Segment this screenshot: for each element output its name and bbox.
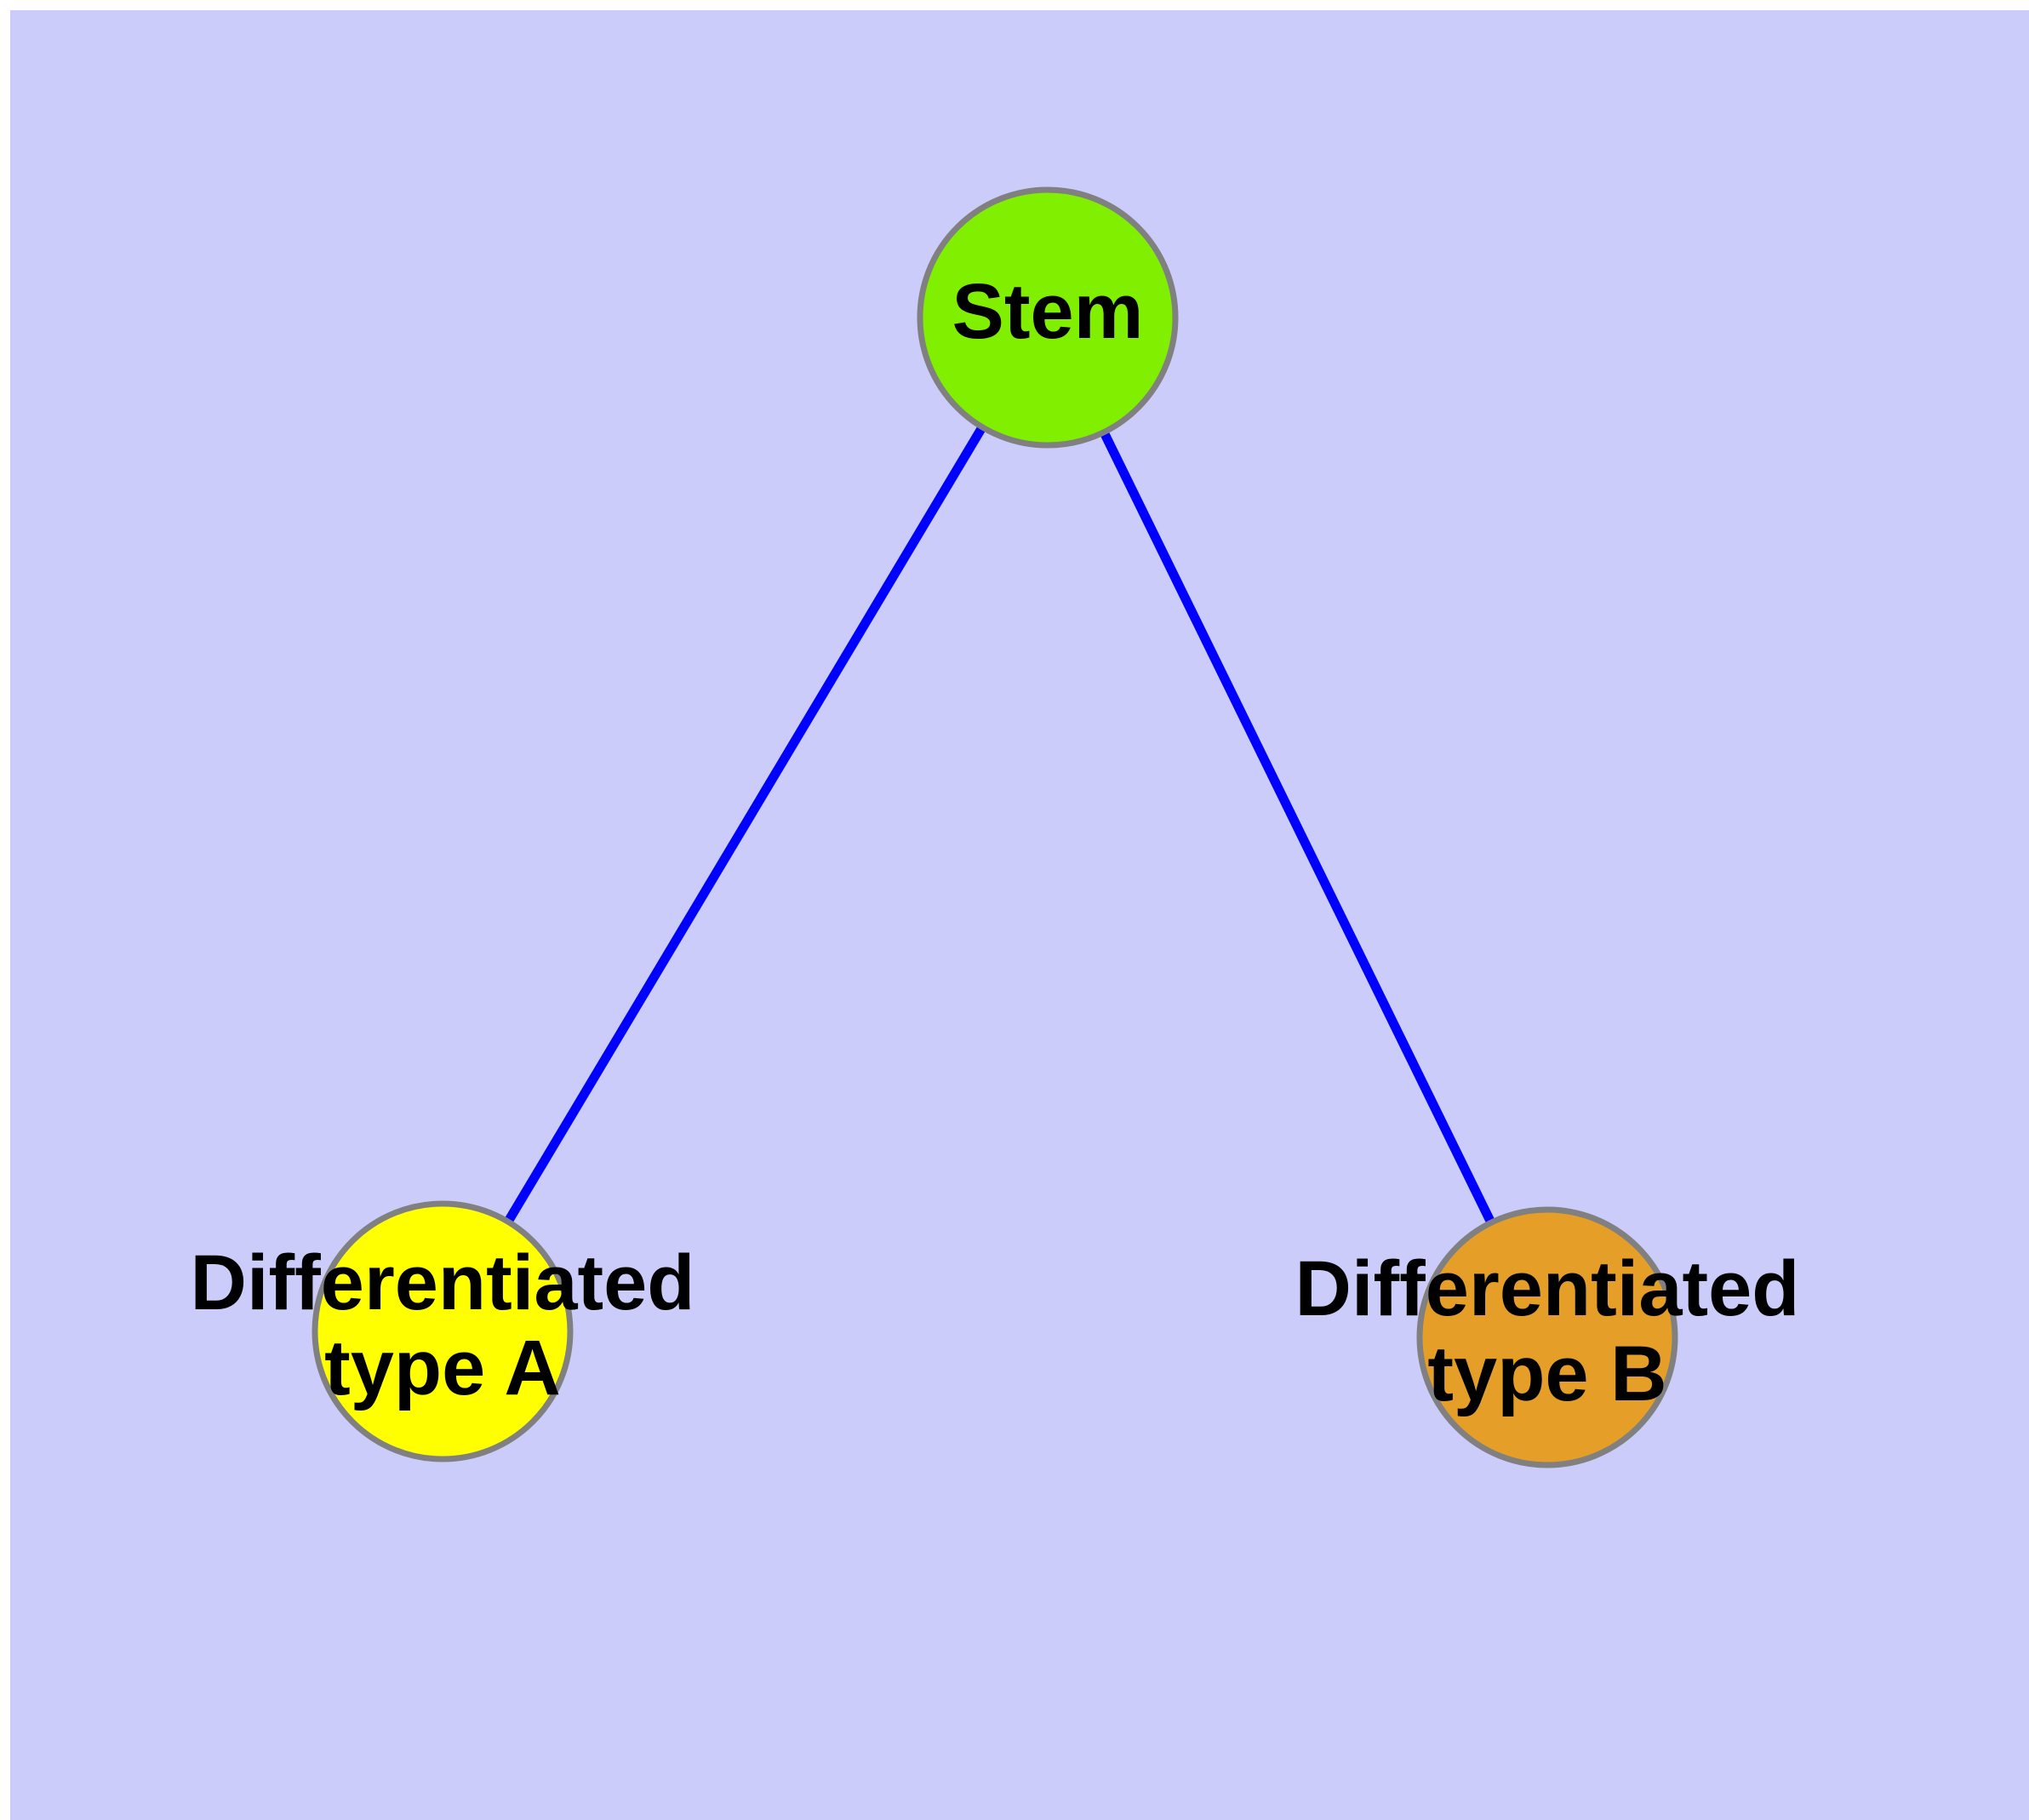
edge-stem-diff-a[interactable]: [504, 424, 986, 1225]
node-label-line: Stem: [952, 268, 1144, 355]
edge-stem-diff-b[interactable]: [1100, 430, 1495, 1225]
edge-layer: [504, 424, 1495, 1225]
node-label-line: Differentiated: [191, 1239, 695, 1326]
node-circle-diff_a[interactable]: [311, 1200, 574, 1462]
graph-node-stem[interactable]: Stem: [917, 186, 1179, 449]
node-label-line: Differentiated: [1295, 1245, 1800, 1332]
node-label-line: type B: [1427, 1331, 1666, 1417]
node-circle-diff_b[interactable]: [1416, 1206, 1678, 1468]
node-circle-stem[interactable]: [917, 186, 1179, 449]
node-label-line: type A: [324, 1325, 561, 1411]
node-label-stem: Stem: [952, 268, 1144, 355]
